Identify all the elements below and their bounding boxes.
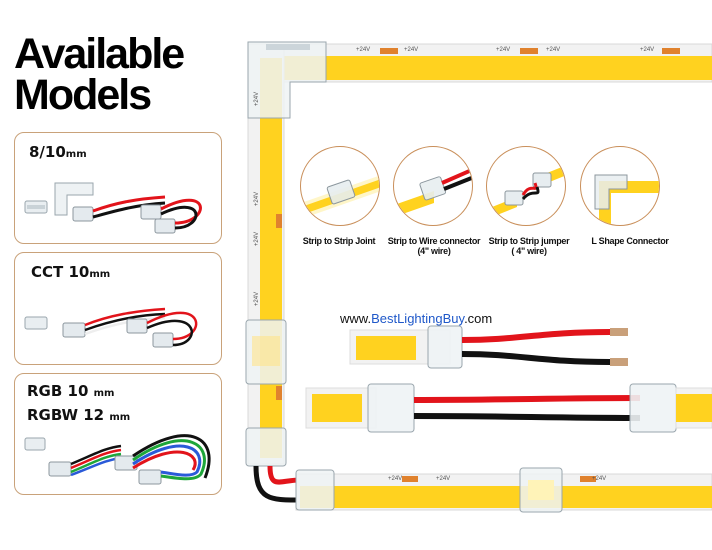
voltage-marking: +24V bbox=[592, 476, 607, 482]
model-card-cct-10mm[interactable]: CCT 10mm bbox=[14, 252, 222, 365]
connector-set-image bbox=[24, 182, 202, 234]
voltage-marking: +24V bbox=[404, 47, 419, 53]
model-label-rgb: RGB 10 mm bbox=[27, 382, 115, 400]
model-card-8-10mm[interactable]: 8/10mm bbox=[14, 132, 222, 244]
connector-label-l-shape: L Shape Connector bbox=[591, 236, 669, 246]
voltage-marking: +24V bbox=[496, 47, 511, 53]
website-url[interactable]: www.BestLightingBuy.com bbox=[340, 311, 493, 326]
joint-illustration bbox=[301, 175, 379, 219]
model-label: CCT 10mm bbox=[31, 263, 111, 281]
voltage-marking: +24V bbox=[436, 476, 451, 482]
voltage-marking: +24V bbox=[356, 47, 371, 53]
connector-set-image bbox=[24, 434, 211, 485]
voltage-marking: +24V bbox=[388, 476, 403, 482]
l-shape-connector-image[interactable] bbox=[580, 146, 660, 226]
strip-to-wire-connector-image[interactable] bbox=[393, 146, 473, 226]
wire-connector-illustration bbox=[394, 167, 472, 217]
model-label: 8/10mm bbox=[29, 143, 87, 161]
title-line-2: Models bbox=[14, 71, 152, 119]
page-title: Available Models bbox=[14, 30, 185, 119]
connector-label-wire: Strip to Wire connector(4" wire) bbox=[387, 236, 481, 256]
strip-to-strip-joint-image[interactable] bbox=[300, 146, 380, 226]
model-card-rgb-rgbw[interactable]: RGB 10 mm RGBW 12 mm bbox=[14, 373, 222, 495]
connector-set-image bbox=[24, 307, 198, 348]
connector-label-joint: Strip to Strip Joint bbox=[302, 236, 376, 246]
model-label-rgbw: RGBW 12 mm bbox=[27, 406, 131, 424]
l-shape-illustration bbox=[594, 174, 659, 225]
voltage-marking: +24V bbox=[546, 47, 561, 53]
title-line-1: Available bbox=[14, 30, 185, 78]
voltage-marking: +24V bbox=[640, 47, 655, 53]
connector-label-jumper: Strip to Strip jumper( 4" wire) bbox=[488, 236, 570, 256]
